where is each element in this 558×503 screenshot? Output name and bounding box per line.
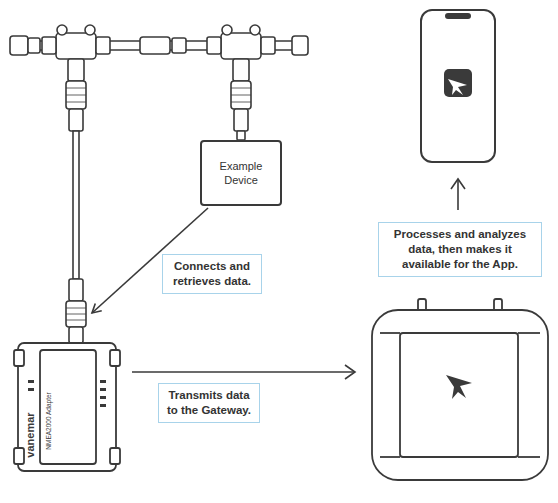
node-label: Example Device (206, 159, 276, 187)
phone (421, 10, 495, 162)
adapter-device: vanemar NMEA2000 Adapter (18, 343, 116, 471)
callout-box: Processes and analyzes data, then makes … (378, 222, 542, 277)
brand-name: vanemar (24, 412, 36, 457)
app-icon (448, 79, 467, 95)
callout-box: Transmits data to the Gateway. (158, 383, 260, 423)
node-label: Transmits data to the Gateway. (165, 388, 253, 418)
node-label: Processes and analyzes data, then makes … (385, 227, 535, 272)
node-label: Connects and retrieves data. (169, 259, 255, 289)
device-box: Example Device (200, 140, 282, 206)
t-connector (221, 33, 261, 59)
brand-logo (446, 375, 472, 399)
callout-box: Connects and retrieves data. (162, 254, 262, 294)
t-connector (56, 33, 96, 59)
adapter-body (14, 343, 120, 471)
gateway-device (372, 299, 548, 480)
model-name: NMEA2000 Adapter (45, 392, 52, 449)
